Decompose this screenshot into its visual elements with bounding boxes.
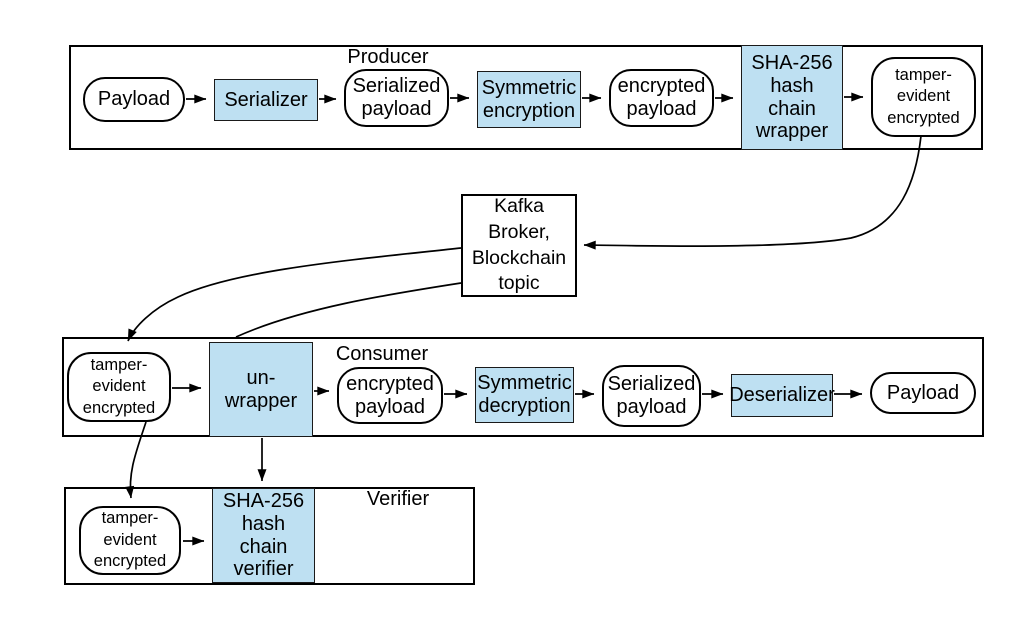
node-payload-producer: Payload: [83, 77, 185, 122]
arrow-broker-to-tamper-consumer: [127, 247, 462, 342]
arrow-broker-to-unwrapper: [235, 282, 462, 338]
node-serialized-payload-consumer: Serialized payload: [602, 365, 701, 427]
node-encrypted-payload-producer: encrypted payload: [609, 69, 714, 127]
producer-container: [69, 45, 983, 150]
node-tamper-evident-verifier: tamper- evident encrypted: [79, 506, 181, 575]
arrow-tamper-to-broker: [583, 135, 922, 250]
node-sha256-hash-chain-wrapper: SHA-256 hash chain wrapper: [741, 45, 843, 150]
consumer-label: Consumer: [335, 343, 429, 365]
node-serialized-payload-producer: Serialized payload: [344, 69, 449, 127]
node-kafka-broker: Kafka Broker, Blockchain topic: [461, 194, 577, 297]
node-sha256-hash-chain-verifier: SHA-256 hash chain verifier: [212, 488, 315, 583]
node-tamper-evident-producer: tamper- evident encrypted: [871, 57, 976, 137]
node-deserializer: Deserializer: [729, 374, 835, 417]
node-symmetric-decryption: Symmetric decryption: [475, 367, 574, 423]
node-serializer: Serializer: [214, 79, 318, 121]
consumer-container: [62, 337, 984, 437]
producer-label: Producer: [347, 46, 429, 68]
node-payload-consumer: Payload: [870, 372, 976, 414]
verifier-label: Verifier: [366, 488, 430, 510]
node-encrypted-payload-consumer: encrypted payload: [337, 367, 443, 424]
node-tamper-evident-consumer: tamper- evident encrypted: [67, 352, 171, 422]
node-symmetric-encryption: Symmetric encryption: [477, 71, 581, 128]
node-unwrapper: un- wrapper: [209, 342, 313, 437]
